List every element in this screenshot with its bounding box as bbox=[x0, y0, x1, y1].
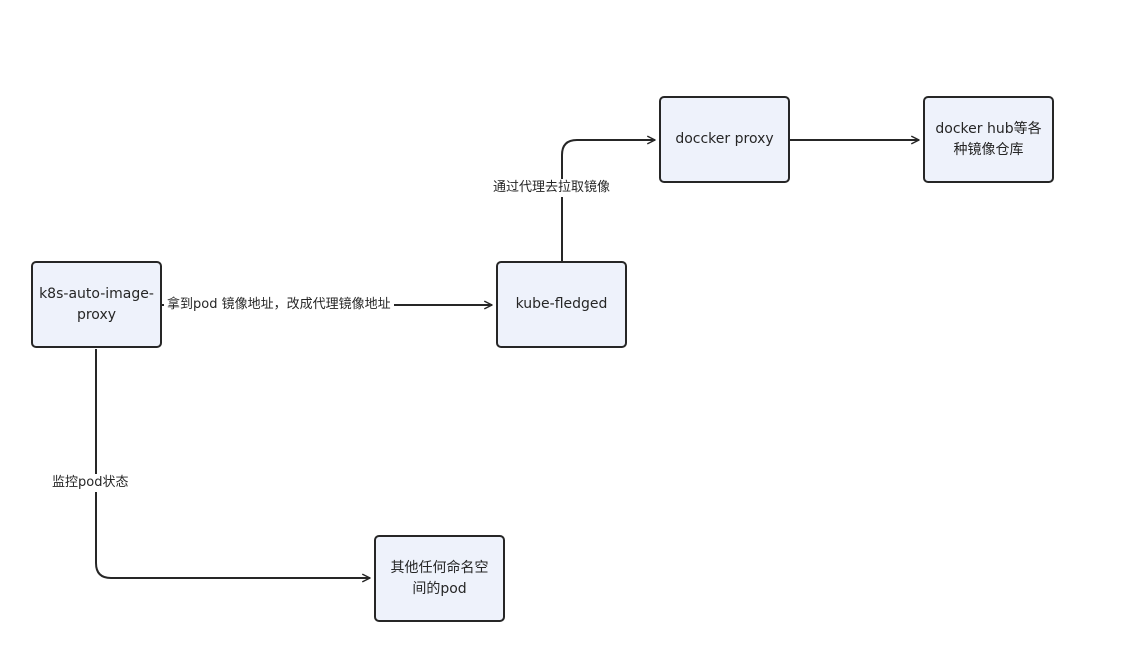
node-k8s-auto-image-proxy-label: k8s-auto-image- proxy bbox=[39, 285, 154, 323]
node-kube-fledged[interactable]: kube-fledged bbox=[496, 261, 627, 348]
node-docker-hub-label: docker hub等各 种镜像仓库 bbox=[935, 120, 1042, 158]
node-docker-proxy-label: doccker proxy bbox=[675, 131, 774, 147]
edge-rewrite-label: 拿到pod 镜像地址，改成代理镜像地址 bbox=[164, 296, 394, 314]
node-kube-fledged-label: kube-fledged bbox=[515, 296, 608, 312]
edge-monitor-label: 监控pod状态 bbox=[49, 474, 132, 492]
edge-pull-label: 通过代理去拉取镜像 bbox=[490, 179, 614, 197]
node-docker-hub[interactable]: docker hub等各 种镜像仓库 bbox=[923, 96, 1054, 183]
edge-monitor-line bbox=[95, 349, 371, 583]
node-other-pods[interactable]: 其他任何命名空 间的pod bbox=[374, 535, 505, 622]
node-docker-proxy[interactable]: doccker proxy bbox=[659, 96, 790, 183]
node-other-pods-label: 其他任何命名空 间的pod bbox=[390, 559, 489, 597]
node-k8s-auto-image-proxy[interactable]: k8s-auto-image- proxy bbox=[31, 261, 162, 348]
edge-pull-line bbox=[561, 135, 656, 261]
